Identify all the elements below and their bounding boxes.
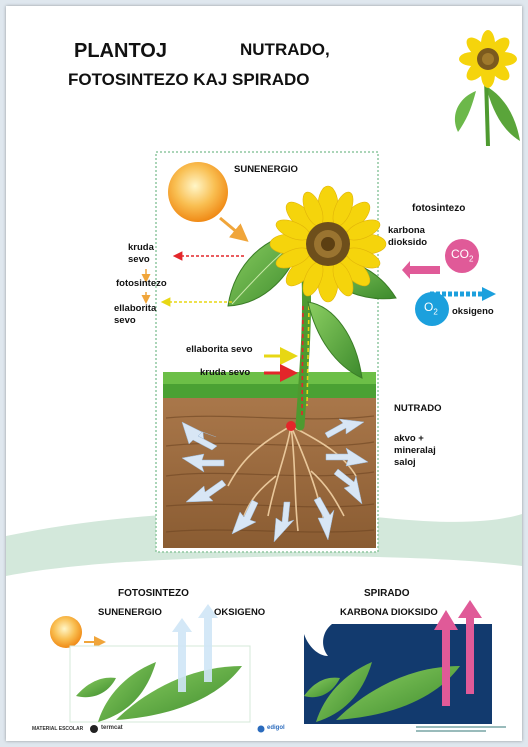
bottom-respiration-title: SPIRADO <box>364 588 410 599</box>
raw-sap-label-2: sevo <box>128 254 150 265</box>
title-subline: FOTOSINTEZO KAJ SPIRADO <box>68 70 310 90</box>
poster-artwork <box>6 6 522 741</box>
photosynthesis-label: fotosintezo <box>412 203 465 214</box>
bottom-co2-label: KARBONA DIOKSIDO <box>340 607 438 618</box>
title-plants: PLANTOJ <box>74 40 167 63</box>
co2-symbol: CO2 <box>451 247 473 263</box>
carbon-dioxide-label-2: dioksido <box>388 237 427 248</box>
corner-sunflower <box>455 30 520 146</box>
footer-brand-3: edigol <box>267 725 285 731</box>
raw-sap-label-1: kruda <box>128 242 154 253</box>
oxygen-label: oksigeno <box>452 306 494 317</box>
carbon-dioxide-label-1: karbona <box>388 225 425 236</box>
poster: PLANTOJ NUTRADO, FOTOSINTEZO KAJ SPIRADO… <box>6 6 522 741</box>
processed-sap-label-2: sevo <box>114 315 136 326</box>
title-nutrition: NUTRADO, <box>240 40 330 60</box>
photosynthesis-scene <box>50 604 250 722</box>
photosynthesis-small-label: fotosintezo <box>116 278 167 289</box>
water-label-2: mineralaj <box>394 445 436 456</box>
water-label-1: akvo + <box>394 433 424 444</box>
bottom-oxygen-label: OKSIGENO <box>214 607 265 618</box>
processed-sap-stem-label: ellaborita sevo <box>186 344 253 355</box>
nutrition-label: NUTRADO <box>394 403 442 414</box>
footer-brand-2: termcat <box>101 725 123 731</box>
o2-symbol: O2 <box>424 300 438 316</box>
footer-brand-1: MATERIAL ESCOLAR <box>32 726 83 732</box>
sun <box>168 162 228 222</box>
sunflower-head <box>270 186 386 302</box>
processed-sap-label-1: ellaborita <box>114 303 156 314</box>
bottom-sun-energy-label: SUNENERGIO <box>98 607 162 618</box>
sun-energy-label: SUNENERGIO <box>234 164 298 175</box>
bottom-photosynthesis-title: FOTOSINTEZO <box>118 588 189 599</box>
co2-arrow <box>402 261 440 279</box>
respiration-scene <box>304 600 492 724</box>
water-label-3: saloj <box>394 457 416 468</box>
raw-sap-stem-label: kruda sevo <box>200 367 250 378</box>
